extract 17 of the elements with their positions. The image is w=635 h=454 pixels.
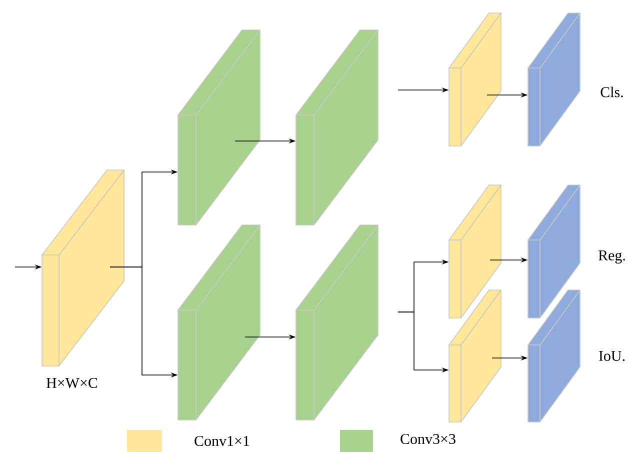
legend-label: Conv3×3 bbox=[400, 434, 456, 444]
cuboid-block bbox=[42, 170, 124, 366]
block-label: Cls. bbox=[600, 86, 623, 98]
cuboid-block bbox=[448, 184, 502, 318]
block-label: H×W×C bbox=[46, 378, 98, 388]
cuboid-block bbox=[178, 224, 260, 420]
cuboid-block bbox=[178, 30, 260, 226]
block-label: IoU. bbox=[599, 350, 625, 362]
cuboid-block bbox=[448, 290, 502, 422]
cuboid-block bbox=[296, 224, 378, 420]
cuboid-block bbox=[448, 12, 502, 146]
legend-label: Conv1×1 bbox=[194, 436, 250, 446]
cuboid-block bbox=[528, 290, 580, 422]
cuboid-block bbox=[528, 184, 580, 318]
cuboid-block bbox=[528, 12, 580, 146]
block-label: Reg. bbox=[598, 250, 625, 264]
cuboid-block bbox=[296, 30, 378, 226]
